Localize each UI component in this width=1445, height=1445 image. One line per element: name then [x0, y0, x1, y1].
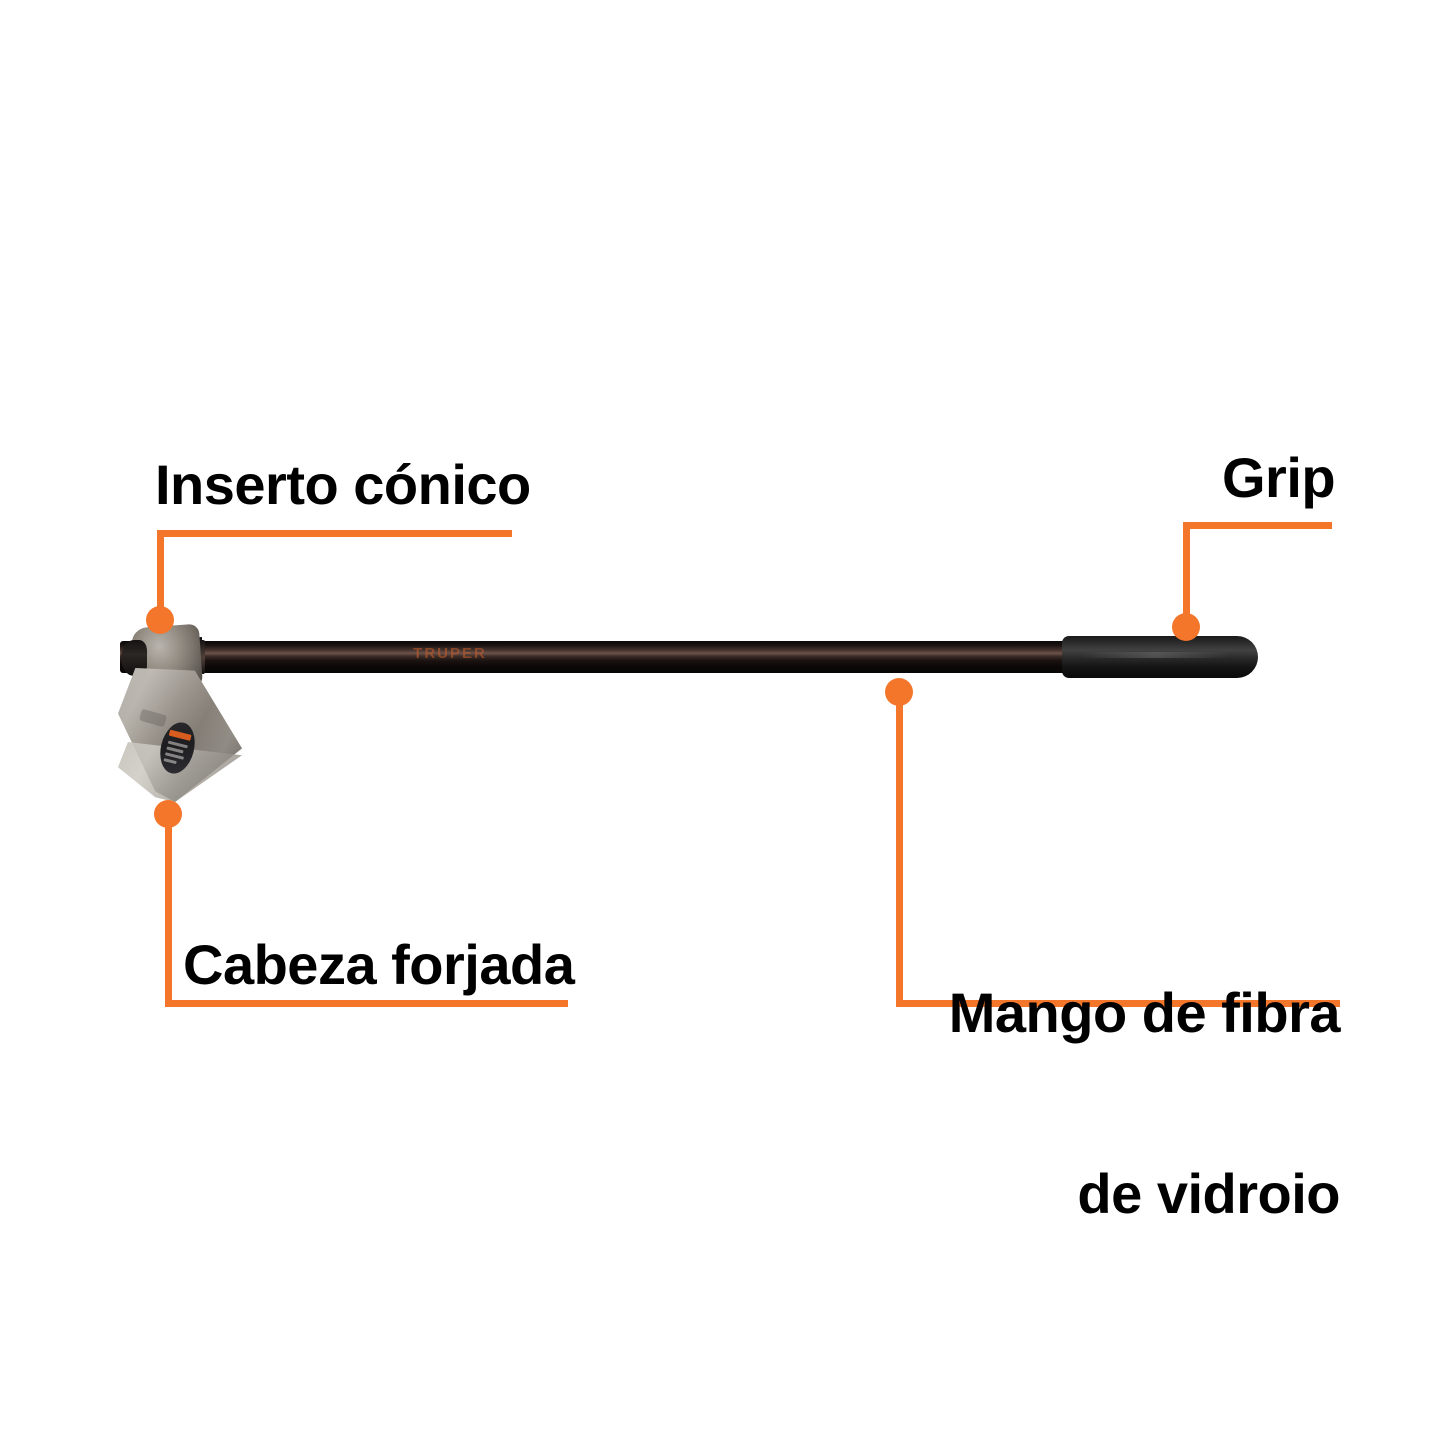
rubber-grip-sleeve	[1062, 636, 1258, 678]
leader-line-horizontal-cabeza-forjada	[165, 1000, 568, 1007]
forged-hoe-blade	[118, 668, 242, 802]
blade-brand-sticker	[155, 718, 200, 778]
callout-label-line-1: Mango de fibra	[948, 980, 1341, 1044]
conical-insert	[128, 637, 202, 677]
sticker-text-line	[167, 740, 188, 749]
callout-label-line-2: de vidroio	[1077, 1162, 1340, 1226]
conical-insert-ring	[196, 640, 205, 674]
grip-highlight	[1080, 652, 1230, 658]
leader-line-vertical-inserto-conico	[157, 530, 164, 622]
leader-line-horizontal-grip	[1183, 522, 1332, 529]
callout-label-grip: Grip	[1222, 446, 1336, 509]
leader-line-vertical-mango-fibra-vidrio	[896, 692, 903, 1006]
fiberglass-handle-shaft	[120, 641, 1080, 673]
blade-forge-stamp	[138, 708, 168, 728]
leader-line-vertical-grip	[1183, 522, 1190, 622]
callout-label-inserto-conico: Inserto cónico	[155, 453, 531, 516]
sticker-text-line	[166, 746, 184, 754]
leader-dot-grip	[1172, 613, 1200, 641]
callout-label-mango-fibra-vidrio: Mango de fibra de vidroio	[690, 862, 1341, 1346]
handle-brand-text: TRUPER	[413, 645, 487, 662]
sticker-logo-mark	[168, 729, 192, 741]
forged-head-end-cap	[121, 640, 147, 676]
leader-line-horizontal-inserto-conico	[157, 530, 512, 537]
forged-head-socket	[130, 623, 204, 695]
leader-line-horizontal-mango-fibra-vidrio	[896, 1000, 1340, 1007]
sticker-text-line	[163, 758, 177, 765]
sticker-text-line	[164, 752, 185, 760]
leader-dot-inserto-conico	[146, 606, 174, 634]
callout-label-cabeza-forjada: Cabeza forjada	[183, 933, 575, 996]
leader-line-vertical-cabeza-forjada	[165, 814, 172, 1006]
blade-cutting-edge	[118, 742, 242, 802]
blade-shading-overlay	[118, 668, 242, 802]
